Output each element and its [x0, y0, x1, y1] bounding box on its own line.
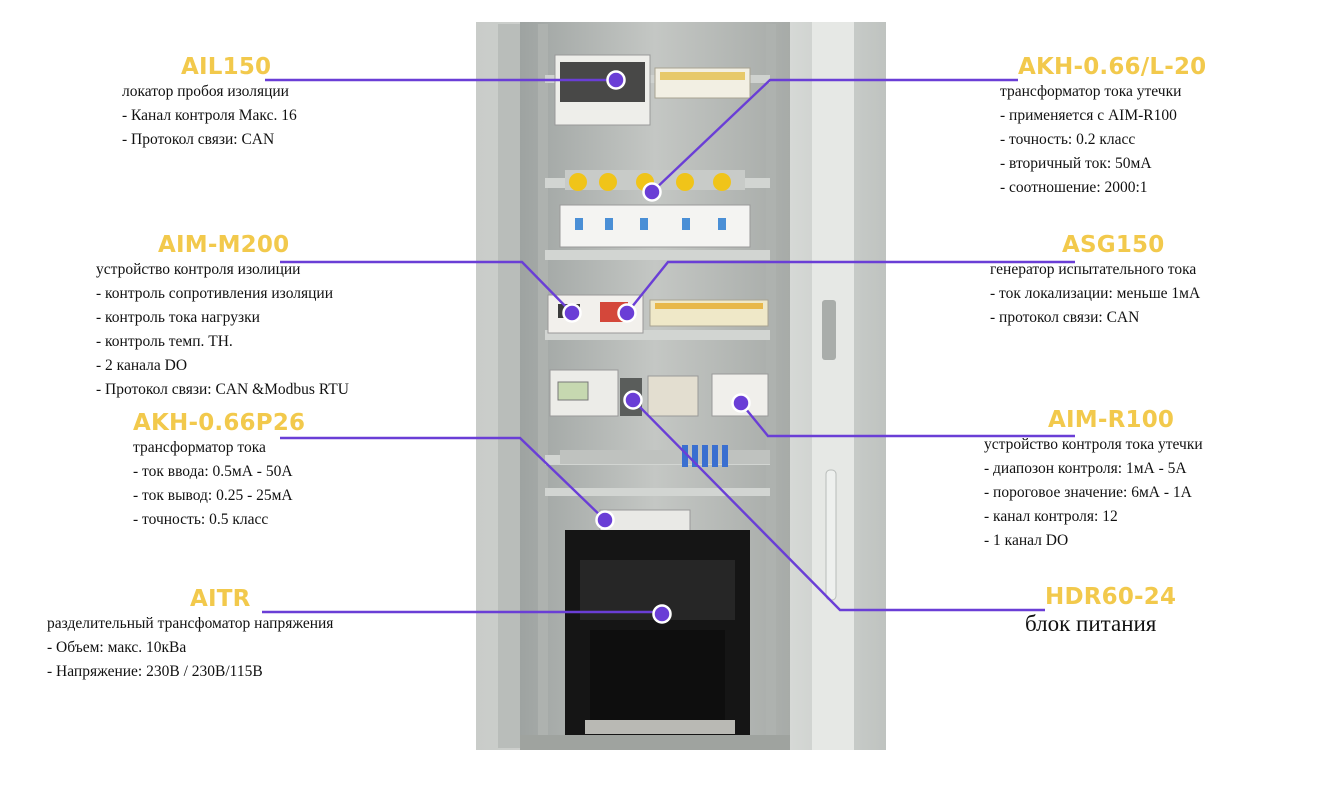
- callout-description: устройство контроля тока утечки: [984, 436, 1203, 453]
- callout-description: трансформатор тока: [133, 439, 266, 456]
- leader-aimm200: [280, 260, 573, 314]
- callout-description: трансформатор тока утечки: [1000, 83, 1182, 100]
- callout-item: - контроль тока нагрузки: [96, 309, 260, 326]
- callout-item: - пороговое значение: 6мА - 1А: [984, 484, 1192, 501]
- callout-aitr: AITR разделительный трансфоматор напряже…: [47, 586, 333, 684]
- callout-title: AITR: [190, 586, 251, 612]
- callout-item: - диапозон контроля: 1мА - 5А: [984, 460, 1187, 477]
- callout-title: AIM-M200: [158, 232, 290, 258]
- marker-aimr100: [731, 393, 751, 413]
- callout-akh066p26: AKH-0.66P26 трансформатор тока - ток вво…: [133, 410, 305, 532]
- callout-item: - Объем: макс. 10кВа: [47, 639, 187, 656]
- callout-item: - Протокол связи: CAN: [122, 131, 275, 148]
- callout-item: - ток вывод: 0.25 - 25мА: [133, 487, 293, 504]
- leader-asg150: [626, 260, 1075, 314]
- callout-hdr6024: HDR60-24 блок питания: [1025, 584, 1176, 638]
- callout-title: AIM-R100: [1048, 407, 1175, 433]
- leader-akh066l20: [651, 78, 1018, 193]
- marker-ail150: [606, 70, 626, 90]
- marker-hdr6024: [623, 390, 643, 410]
- callout-description: устройство контроля изолиции: [96, 261, 301, 278]
- callout-item: - применяется с AIM-R100: [1000, 107, 1177, 124]
- callout-description: разделительный трансфоматор напряжения: [47, 615, 334, 632]
- callout-title: ASG150: [1062, 232, 1165, 258]
- callout-ail150: AIL150 локатор пробоя изоляции - Канал к…: [108, 54, 297, 152]
- callout-item: - соотношение: 2000:1: [1000, 179, 1148, 196]
- callout-item: - ток локализации: меньше 1мА: [990, 285, 1201, 302]
- leader-aimr100: [740, 402, 1075, 438]
- callout-item: - канал контроля: 12: [984, 508, 1118, 525]
- marker-asg150: [617, 303, 637, 323]
- marker-aitr: [652, 604, 672, 624]
- marker-akh066p26: [595, 510, 615, 530]
- callout-title: AKH-0.66P26: [133, 410, 306, 436]
- callout-description: блок питания: [1025, 611, 1157, 636]
- callout-item: - протокол связи: CAN: [990, 309, 1140, 326]
- callout-item: - ток ввода: 0.5мА - 50А: [133, 463, 293, 480]
- callout-description: локатор пробоя изоляции: [122, 83, 289, 100]
- marker-aimm200: [562, 303, 582, 323]
- callout-title: HDR60-24: [1045, 584, 1177, 610]
- callout-item: - контроль темп. ТН.: [96, 333, 233, 350]
- callout-item: - 2 канала DO: [96, 357, 188, 374]
- marker-akh066l20: [642, 182, 662, 202]
- callout-title: AKH-0.66/L-20: [1018, 54, 1207, 80]
- callout-asg150: ASG150 генератор испытательного тока - т…: [990, 232, 1200, 330]
- callout-akh066l20: AKH-0.66/L-20 трансформатор тока утечки …: [1000, 54, 1206, 200]
- callout-item: - Канал контроля Макс. 16: [122, 107, 297, 124]
- callout-item: - 1 канал DO: [984, 532, 1069, 549]
- callout-aimm200: AIM-M200 устройство контроля изолиции - …: [96, 232, 349, 402]
- callout-item: - точность: 0.2 класс: [1000, 131, 1136, 148]
- callout-item: - точность: 0.5 класс: [133, 511, 269, 528]
- leader-hdr6024: [632, 399, 1045, 612]
- callout-title: AIL150: [181, 54, 272, 80]
- leader-akh066p26: [280, 436, 606, 521]
- callout-aimr100: AIM-R100 устройство контроля тока утечки…: [984, 407, 1203, 553]
- callout-item: - Протокол связи: CAN &Modbus RTU: [96, 381, 349, 398]
- callout-item: - контроль сопротивления изоляции: [96, 285, 333, 302]
- callout-item: - вторичный ток: 50мА: [1000, 155, 1152, 172]
- callout-item: - Напряжение: 230В / 230В/115В: [47, 663, 263, 680]
- callout-description: генератор испытательного тока: [990, 261, 1197, 278]
